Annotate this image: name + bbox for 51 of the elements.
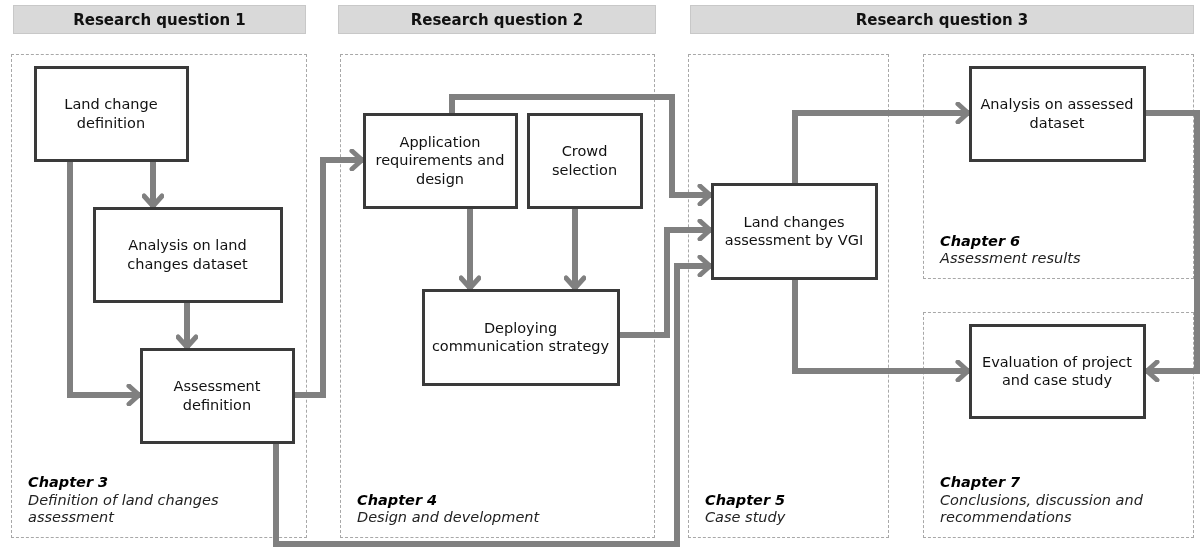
chapter-description: Case study [705,509,787,527]
arrow [792,101,971,183]
process-box [526,112,643,209]
process-box [968,65,1146,162]
step-label: Analysis on assessed dataset [979,95,1135,132]
arrow [458,209,482,291]
chapter-description: Design and development [357,509,541,527]
process-box [710,182,878,280]
header-label: Research question 3 [855,10,1029,29]
chapter-panel [340,54,655,538]
process-box [362,112,518,209]
process-box [968,323,1146,419]
step-label: Analysis on land changes dataset [126,236,249,273]
header-label: Research question 1 [73,10,246,29]
section-header [13,5,306,34]
chapter-panel [923,54,1194,279]
header-label: Research question 2 [410,10,584,29]
chapter-description: Definition of land changes assessment [28,491,220,527]
step-label: Deploying communication strategy [430,318,611,356]
section-header [338,5,656,34]
chapter-panel [923,312,1194,538]
arrow [295,148,365,398]
step-label: Application requirements and design [374,133,506,188]
arrow [273,254,713,547]
arrow [1144,110,1200,383]
arrow [563,209,587,291]
arrow [175,303,199,350]
step-label: Land change definition [63,95,159,132]
chapter-description: Assessment results [940,250,1082,268]
section-header [690,5,1194,34]
arrow [620,218,713,338]
process-box [33,65,189,162]
arrow [449,94,713,207]
chapter-heading: Chapter 4 [357,491,439,510]
chapter-description: Conclusions, discussion and recommendations [940,491,1144,527]
step-label: Land changes assessment by VGI [723,212,865,250]
chapter-panel [688,54,889,538]
step-label: Evaluation of project and case study [981,352,1133,390]
chapter-heading: Chapter 6 [940,232,1022,251]
chapter-heading: Chapter 7 [940,473,1022,492]
arrow [792,280,971,383]
step-label: Crowd selection [550,142,619,179]
arrow [141,162,165,209]
process-box [421,288,620,386]
step-label: Assessment definition [172,377,262,414]
arrow [67,162,142,407]
chapter-heading: Chapter 5 [705,491,787,510]
chapter-panel [11,54,307,538]
process-box [139,347,295,444]
chapter-heading: Chapter 3 [28,473,110,492]
process-box [92,206,283,303]
